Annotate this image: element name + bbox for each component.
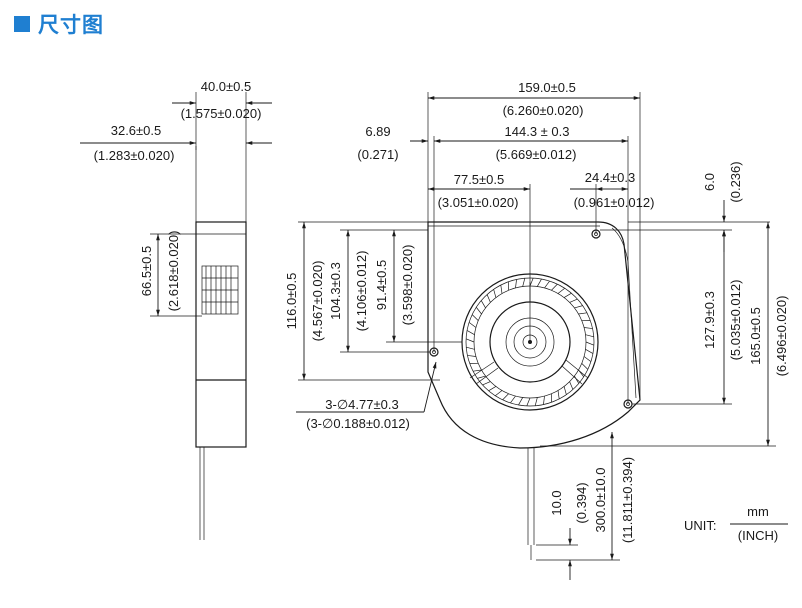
side-width-label: 40.0±0.5 — [201, 79, 252, 94]
impeller-blade — [585, 341, 595, 346]
center-x-label: 77.5±0.5 — [454, 172, 505, 187]
impeller-blade — [480, 300, 486, 309]
overall-height-label: 165.0±0.5 — [748, 307, 763, 365]
impeller-blade — [583, 356, 592, 362]
height-127-inch-label: (5.035±0.012) — [728, 280, 743, 361]
height-104-label: 104.3±0.3 — [328, 262, 343, 320]
overall-width-label: 159.0±0.5 — [518, 80, 576, 95]
impeller-blade — [537, 278, 542, 287]
impeller-blade — [466, 346, 475, 350]
impeller-blade — [515, 279, 517, 288]
unit-label: UNIT: — [684, 518, 717, 533]
impeller-blade — [557, 390, 560, 400]
side-offset-inch-label: (1.283±0.020) — [94, 148, 175, 163]
hole-span-label: 144.3 ± 0.3 — [505, 124, 570, 139]
side-inlet-inch-label: (2.618±0.020) — [166, 231, 181, 312]
lead-300-label: 300.0±10.0 — [593, 468, 608, 533]
title-text: 尺寸图 — [38, 13, 104, 37]
side-inlet-label: 66.5±0.5 — [139, 246, 154, 297]
impeller-blade — [510, 395, 516, 404]
impeller-blade — [482, 381, 491, 386]
impeller-blade — [465, 338, 475, 343]
side-offset-label: 32.6±0.5 — [111, 123, 162, 138]
left-offset-inch-label: (0.271) — [357, 147, 398, 162]
impeller-blade — [500, 284, 503, 294]
top-offset-inch-label: (0.236) — [728, 161, 743, 202]
impeller-blade — [518, 397, 523, 406]
impeller-blade — [578, 369, 585, 377]
impeller-blade — [563, 292, 572, 298]
height-127-label: 127.9±0.3 — [702, 291, 717, 349]
left-offset-label: 6.89 — [365, 124, 390, 139]
front-housing — [427, 221, 641, 449]
unit-numerator: mm — [747, 504, 769, 519]
height-104-inch-label: (4.106±0.012) — [354, 251, 369, 332]
impeller-blade — [585, 349, 594, 354]
impeller-blade — [543, 396, 545, 405]
impeller-blade — [467, 355, 476, 357]
impeller-blade — [569, 298, 578, 303]
overall-height-inch-label: (6.496±0.020) — [774, 296, 789, 377]
impeller-blade — [563, 386, 567, 395]
holes-label: 3-∅4.77±0.3 — [325, 397, 398, 412]
impeller-blade — [581, 363, 589, 370]
center-x-inch-label: (3.051±0.020) — [438, 195, 519, 210]
height-91-inch-label: (3.598±0.020) — [400, 245, 415, 326]
holes-inch-label: (3-∅0.188±0.012) — [306, 416, 410, 431]
height-91-label: 91.4±0.5 — [374, 260, 389, 311]
impeller-blade — [578, 312, 588, 315]
impeller-blade — [472, 369, 482, 372]
impeller-blade — [493, 289, 497, 298]
impeller-blade — [544, 280, 550, 289]
impeller-blade — [534, 397, 538, 406]
top-offset-label: 6.0 — [702, 173, 717, 191]
impeller-blade — [475, 307, 482, 315]
side-width-inch-label: (1.575±0.020) — [181, 106, 262, 121]
impeller-blade — [486, 294, 491, 303]
hole-right-inch-label: (0.961±0.012) — [574, 195, 655, 210]
side-body — [195, 221, 247, 448]
lead-300-inch-label: (11.811±0.394) — [620, 457, 635, 543]
impeller-blade — [584, 327, 593, 329]
hole-right-label: 24.4±0.3 — [585, 170, 636, 185]
impeller-blade — [569, 381, 574, 390]
impeller-blade — [522, 278, 526, 287]
lead-10-inch-label: (0.394) — [574, 482, 589, 523]
impeller-blade — [574, 375, 580, 384]
impeller-blade — [557, 287, 565, 294]
impeller-blade — [471, 314, 479, 321]
lead-10-label: 10.0 — [549, 490, 564, 515]
unit-legend: UNIT: mm (INCH) — [684, 504, 788, 543]
height-116-label: 116.0±0.5 — [284, 273, 299, 330]
impeller-blade — [502, 393, 509, 401]
unit-denominator: (INCH) — [738, 528, 778, 543]
front-view: 159.0±0.5 (6.260±0.020) 144.3 ± 0.3 (5.6… — [284, 80, 789, 580]
impeller-blade — [585, 334, 594, 338]
impeller-blade — [488, 386, 497, 392]
impeller-blade — [526, 397, 531, 407]
impeller-blade — [551, 283, 558, 291]
section-title: 尺寸图 — [14, 10, 104, 38]
title-square-icon — [14, 16, 30, 32]
impeller-blade — [466, 330, 475, 335]
height-116-inch-label: (4.567±0.020) — [310, 261, 325, 342]
overall-width-inch-label: (6.260±0.020) — [503, 103, 584, 118]
impeller-blade — [529, 277, 534, 287]
impeller-blade — [495, 390, 503, 397]
hole-span-inch-label: (5.669±0.012) — [496, 147, 577, 162]
side-view: 40.0±0.5 (1.575±0.020) 32.6±0.5 (1.283±0… — [80, 79, 272, 540]
impeller-blade — [574, 305, 583, 309]
impeller-blade — [468, 322, 477, 328]
impeller-blade — [477, 375, 486, 379]
